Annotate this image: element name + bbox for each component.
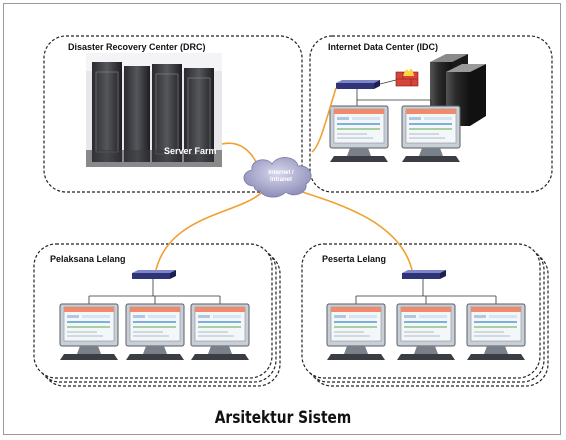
drc-label: Disaster Recovery Center (DRC) [68,42,206,52]
switch-icon [402,270,446,279]
switch-icon [336,80,380,89]
diagram-title: Arsitektur Sistem [214,408,352,428]
switch-icon [132,270,176,279]
cloud-label: Internet / Intranet [268,170,294,183]
diagram-frame [3,3,561,435]
pelaksana-label: Pelaksana Lelang [50,254,126,264]
peserta-label: Peserta Lelang [322,254,387,264]
server-tower-icon [430,54,486,126]
cloud-icon [243,157,312,198]
firewall-icon [395,68,419,87]
server-farm-photo [86,53,222,167]
idc-label: Internet Data Center (IDC) [328,42,439,52]
network-links [155,87,413,271]
server-farm-label: Server Farm [164,146,217,156]
